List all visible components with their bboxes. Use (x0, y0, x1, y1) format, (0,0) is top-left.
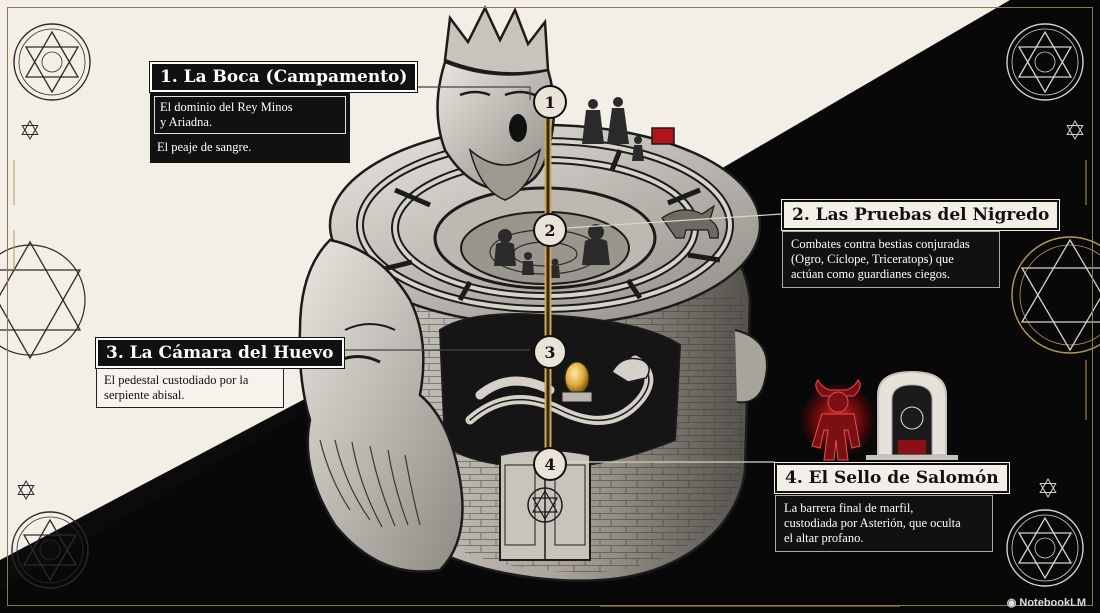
step-node-3: 3 (533, 335, 567, 369)
label-4-line-2: custodiada por Asterión, que oculta (784, 516, 961, 530)
hexagram-ornament-right (1011, 236, 1100, 354)
ivory-gate (866, 370, 958, 460)
asterion-minotaur (811, 379, 861, 461)
label-3-line-2: serpiente abisal. (104, 388, 185, 402)
label-1-line-2: y Ariadna. (160, 115, 213, 129)
label-4-title: 4. El Sello de Salomón (774, 462, 1010, 494)
hexagram-ornament-left (0, 240, 86, 360)
label-4-line-1: La barrera final de marfil, (784, 501, 914, 515)
label-1-line-1: El dominio del Rey Minos (160, 100, 293, 114)
label-2-line-1: Combates contra bestias conjuradas (791, 237, 970, 251)
label-3-line-1: El pedestal custodiado por la (104, 373, 249, 387)
watermark-text: NotebookLM (1019, 597, 1086, 609)
label-2-description: Combates contra bestias conjuradas (Ogro… (782, 231, 1000, 288)
blood-altar (651, 127, 675, 145)
step-node-2: 2 (533, 213, 567, 247)
label-2-line-3: actúan como guardianes ciegos. (791, 267, 950, 281)
step-node-1: 1 (533, 85, 567, 119)
label-4-description: La barrera final de marfil, custodiada p… (775, 495, 993, 552)
step-node-4: 4 (533, 447, 567, 481)
minos-ariadna-figures (582, 97, 644, 161)
notebooklm-watermark: ◉ NotebookLM (1007, 596, 1086, 609)
label-4-line-3: el altar profano. (784, 531, 864, 545)
triceratops-figure (661, 204, 719, 239)
label-3-title: 3. La Cámara del Huevo (95, 337, 345, 369)
label-2-line-2: (Ogro, Cíclope, Triceratops) que (791, 252, 954, 266)
label-3-description: El pedestal custodiado por la serpiente … (96, 368, 284, 408)
notebook-icon: ◉ (1006, 597, 1017, 609)
king-minos-head (436, 5, 556, 201)
label-1-description: El dominio del Rey Minos y Ariadna. El p… (150, 92, 350, 163)
label-2-title: 2. Las Pruebas del Nigredo (780, 199, 1061, 231)
label-1-line-3: El peaje de sangre. (157, 140, 252, 154)
arena-figures (494, 224, 610, 278)
seal-door (499, 449, 591, 561)
golden-egg (564, 361, 590, 395)
label-1-title: 1. La Boca (Campamento) (148, 61, 419, 93)
